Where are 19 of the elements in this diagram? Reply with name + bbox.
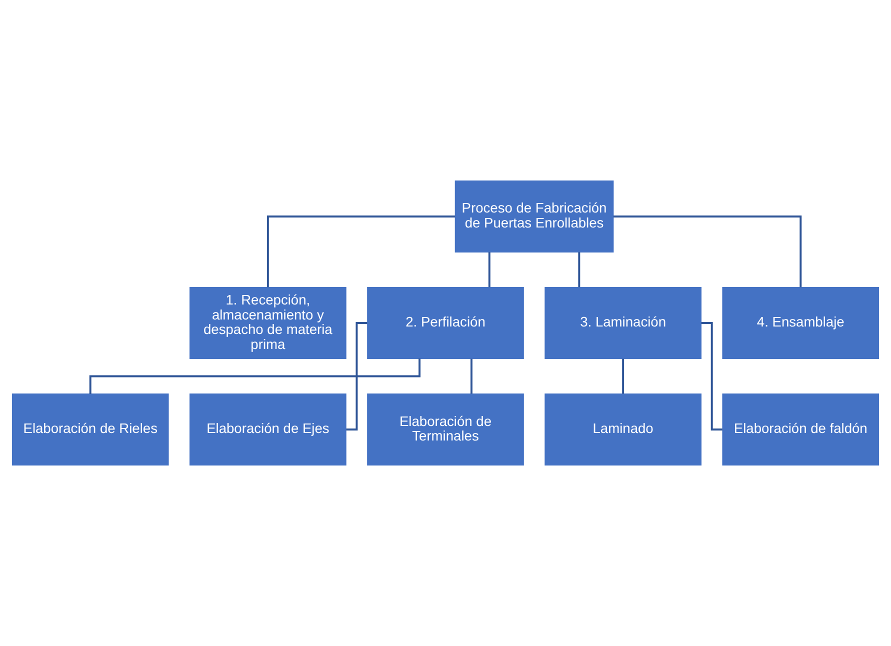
connector <box>701 322 722 431</box>
connector <box>89 358 421 394</box>
connector <box>346 322 368 431</box>
connector <box>266 215 456 288</box>
connector <box>622 358 624 394</box>
node-box: Proceso de Fabricación de Puertas Enrollables <box>454 180 614 252</box>
node-box: 1. Recepción, almacenamiento y despacho de materia prima <box>190 287 346 359</box>
node-box: 2. Perfilación <box>367 287 524 359</box>
connector <box>470 358 472 394</box>
connector <box>488 252 490 288</box>
node-box: Laminado <box>544 394 702 466</box>
connector <box>578 252 580 288</box>
connector <box>613 215 802 288</box>
node-box: Elaboración de Rieles <box>12 394 169 466</box>
node-box: Elaboración de Terminales <box>367 394 524 466</box>
node-box: Elaboración de faldón <box>722 394 880 466</box>
node-box: 4. Ensamblaje <box>722 287 880 359</box>
node-box: Elaboración de Ejes <box>190 394 346 466</box>
node-box: 3. Laminación <box>544 287 702 359</box>
